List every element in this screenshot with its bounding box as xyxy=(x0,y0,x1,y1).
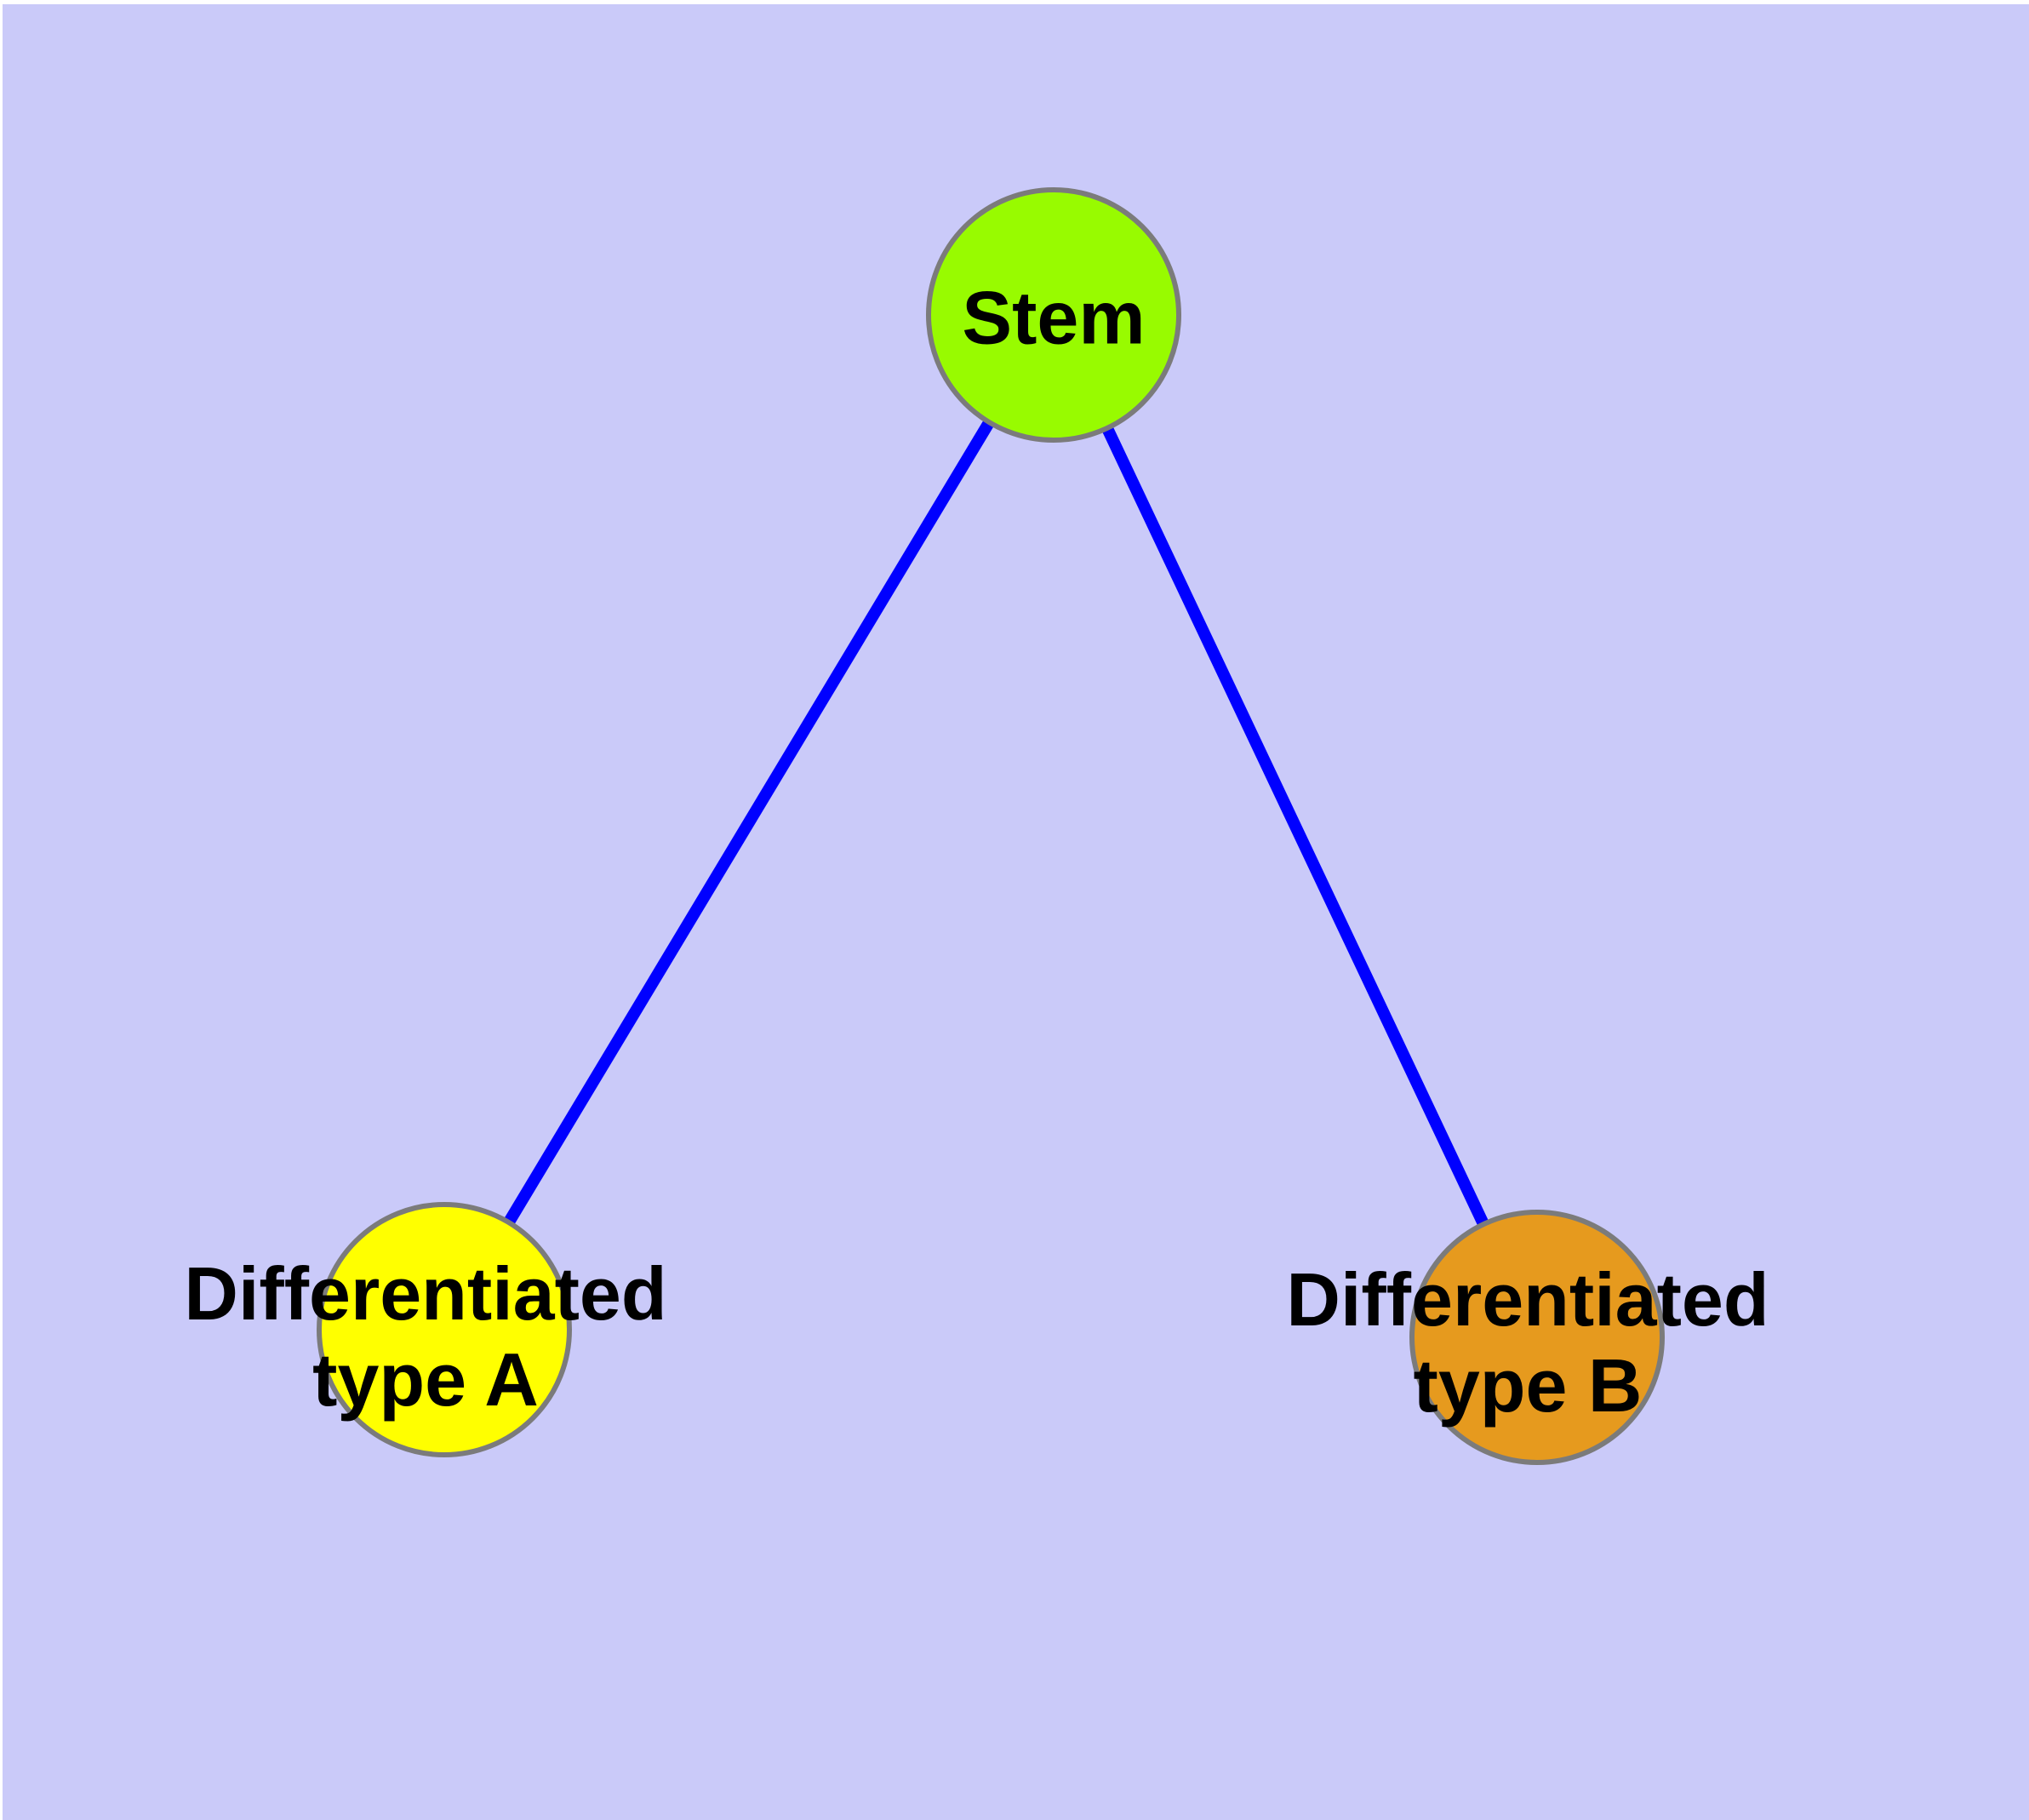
edge-stem-to-type-b xyxy=(1048,312,1543,1340)
node-stem-circle xyxy=(926,187,1181,443)
window-edge-left xyxy=(0,0,3,1820)
window-edge-top xyxy=(0,0,2029,4)
edge-stem-to-type-a xyxy=(438,312,1060,1333)
node-type-a-circle xyxy=(317,1202,572,1457)
node-type-b-circle xyxy=(1409,1210,1665,1465)
